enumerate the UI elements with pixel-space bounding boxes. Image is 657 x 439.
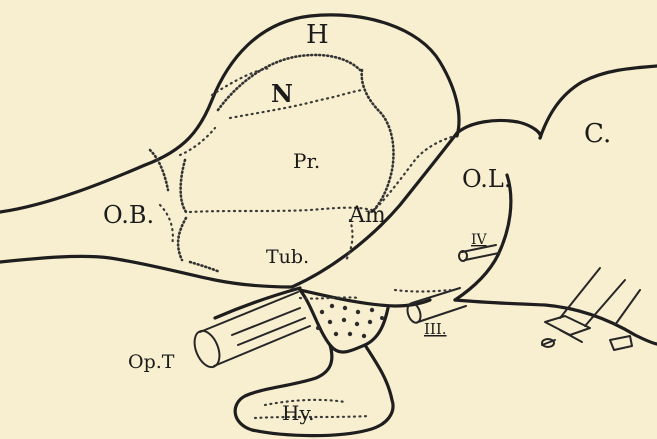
- label-tuberculum: Tub.: [266, 246, 309, 268]
- oculomotor-nerve: [405, 288, 466, 324]
- label-amygdala: Am: [348, 203, 386, 228]
- stippled-regions: [150, 55, 455, 418]
- label-hemisphere: H: [306, 20, 329, 50]
- dot-cluster: [316, 304, 384, 338]
- label-oculomotor: III.: [424, 320, 447, 338]
- label-hypophysis: Hy.: [282, 401, 314, 425]
- label-cerebellum: C.: [584, 119, 611, 149]
- label-trochlear: IV: [471, 232, 488, 248]
- label-primary: Pr.: [293, 149, 320, 173]
- base-outline: [0, 256, 292, 287]
- label-olfactory-bulb: O.B.: [103, 201, 154, 229]
- label-optic-tract: Op.T: [128, 351, 175, 373]
- optic-lobe-outline: [457, 120, 541, 138]
- label-nucleus: N: [271, 79, 293, 108]
- label-optic-lobe: O.L.: [462, 165, 511, 193]
- cut-nerve-stumps: [542, 268, 640, 350]
